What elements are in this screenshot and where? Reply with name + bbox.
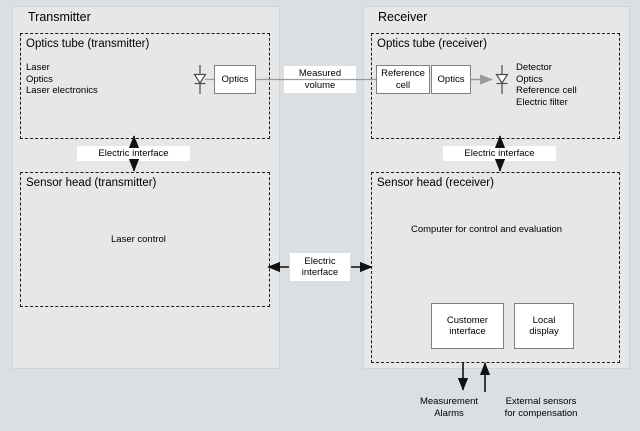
- reference-cell-line-2: cell: [395, 79, 411, 91]
- receiver-title: Receiver: [378, 10, 428, 24]
- transmitter-component-list: Laser Optics Laser electronics: [26, 62, 98, 97]
- laser-control-text: Laser control: [111, 234, 166, 245]
- measured-volume-line-1: Measured: [298, 68, 342, 79]
- center-electric-interface-line-2: interface: [301, 267, 339, 278]
- sensor-head-receiver-title: Sensor head (receiver): [377, 177, 494, 189]
- measured-volume-line-2: volume: [304, 79, 336, 91]
- optics-tube-transmitter-block: [20, 33, 270, 139]
- transmitter-electric-interface-label: Electric interface: [77, 146, 190, 161]
- external-line-2: for compensation: [504, 407, 578, 419]
- optics-tube-receiver-title: Optics tube (receiver): [377, 38, 487, 50]
- reference-cell-box: Reference cell: [376, 65, 430, 94]
- customer-interface-line-1: Customer: [446, 314, 489, 326]
- receiver-component-list: Detector Optics Reference cell Electric …: [516, 62, 577, 108]
- local-display-line-2: display: [529, 326, 559, 337]
- receiver-optics-box: Optics: [431, 65, 471, 94]
- center-electric-interface-line-1: Electric: [304, 255, 336, 267]
- transmitter-optics-box: Optics: [214, 65, 256, 94]
- measurement-line-1: Measurement: [419, 396, 479, 407]
- external-sensors-label: External sensors for compensation: [486, 396, 596, 419]
- measurement-alarms-label: Measurement Alarms: [404, 396, 494, 419]
- customer-interface-line-2: interface: [449, 326, 486, 337]
- customer-interface-box: Customer interface: [431, 303, 504, 349]
- center-electric-interface-label: Electric interface: [290, 253, 350, 281]
- optics-tube-transmitter-title: Optics tube (transmitter): [26, 38, 150, 50]
- external-line-1: External sensors: [505, 396, 577, 407]
- receiver-electric-interface-label: Electric interface: [443, 146, 556, 161]
- measured-volume-label: Measured volume: [284, 66, 356, 93]
- local-display-box: Local display: [514, 303, 574, 349]
- sensor-head-transmitter-block: [20, 172, 270, 307]
- sensor-head-transmitter-title: Sensor head (transmitter): [26, 177, 157, 189]
- computer-control-text: Computer for control and evaluation: [411, 224, 563, 235]
- local-display-line-1: Local: [532, 314, 556, 326]
- transmitter-title: Transmitter: [28, 10, 91, 24]
- reference-cell-line-1: Reference: [381, 68, 425, 79]
- measurement-line-2: Alarms: [434, 407, 464, 419]
